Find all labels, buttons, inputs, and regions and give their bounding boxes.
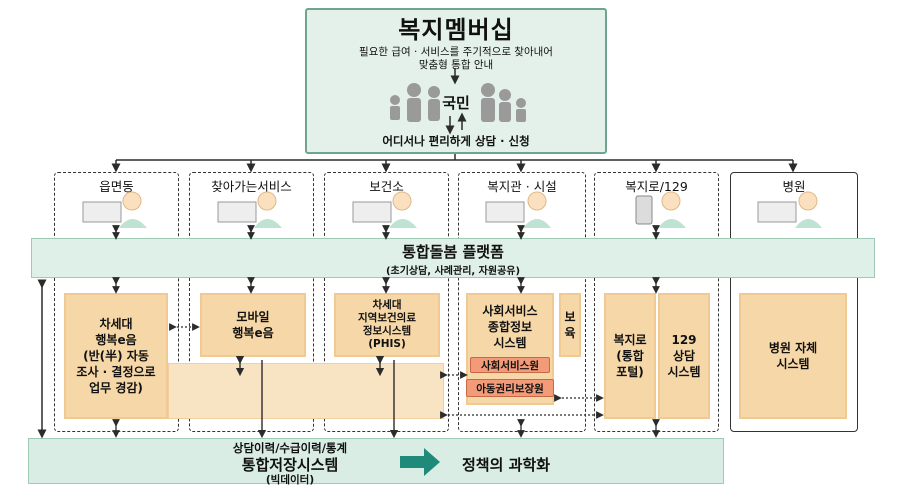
- system-line: (통합: [616, 349, 644, 363]
- integrated-care-platform-band: [31, 238, 875, 278]
- childcare-system: 보 육: [559, 293, 581, 357]
- bokjiro-portal-system: 복지로 (통합 포털): [604, 293, 656, 419]
- channel-label: 병원: [782, 179, 806, 194]
- system-line: 사회서비스: [482, 304, 538, 318]
- system-line: 병원 자체: [768, 341, 818, 355]
- column-outreach: [189, 172, 314, 432]
- worker-computer-icon: [757, 191, 822, 228]
- system-line: 행복e음: [232, 326, 274, 340]
- worker-computer-icon: [82, 191, 147, 228]
- next-gen-happy-eum-system: 차세대 행복e음 (반(半) 자동 조사 · 결정으로 업무 경감): [64, 293, 168, 419]
- child-rights-agency: 아동권리보장원: [466, 379, 554, 397]
- platform-subtitle: (초기상담, 사례관리, 자원공유): [385, 266, 521, 277]
- system-line: 시스템: [493, 336, 527, 350]
- citizens-label: 국민: [442, 94, 470, 112]
- system-line: 상담: [672, 349, 696, 363]
- system-line: 모바일: [236, 310, 270, 324]
- worker-computer-icon: [217, 191, 282, 228]
- platform-title: 통합돌봄 플랫폼: [402, 243, 504, 261]
- welfare-membership-title: 복지멤버십: [398, 16, 514, 44]
- system-line: 복지로: [613, 333, 647, 347]
- channel-label: 찾아가는서비스: [211, 179, 292, 194]
- system-line: 육: [564, 326, 576, 340]
- system-line: 업무 경감): [89, 381, 143, 395]
- hospital-own-system: 병원 자체 시스템: [739, 293, 847, 419]
- subtitle-line-1: 필요한 급여 · 서비스를 주기적으로 찾아내어: [359, 46, 553, 58]
- system-line: 지역보건의료: [358, 312, 416, 324]
- column-hospital: [730, 172, 858, 432]
- system-line: (PHIS): [368, 338, 406, 350]
- result-arrow-icon: [400, 448, 440, 476]
- system-line: 정보시스템: [362, 325, 412, 337]
- channel-label: 복지로/129: [625, 179, 688, 194]
- channel-label: 복지관 · 시설: [487, 179, 557, 194]
- system-line: 보: [564, 310, 576, 324]
- system-line: 종합정보: [487, 320, 533, 334]
- storage-top-text: 상담이력/수급이력/통계: [232, 441, 348, 455]
- worker-computer-icon: [352, 191, 417, 228]
- distribution-arrows: [111, 160, 798, 173]
- system-line: 행복e음: [95, 333, 137, 347]
- system-line: 조사 · 결정으로: [76, 365, 156, 379]
- welfare-membership-subtitle: 필요한 급여 · 서비스를 주기적으로 찾아내어 맞춤형 통합 안내: [305, 46, 607, 72]
- system-line: (반(半) 자동: [83, 349, 149, 363]
- channel-label: 읍면동: [99, 179, 134, 194]
- system-line: 포털): [616, 365, 644, 379]
- channel-label: 보건소: [369, 179, 404, 194]
- column-health-center: [324, 172, 449, 432]
- system-connector-band: [168, 363, 444, 419]
- consultation-text: 어디서나 편리하게 상담 · 신청: [382, 134, 530, 148]
- integrated-storage-band: [28, 438, 724, 484]
- social-service-agency: 사회서비스원: [470, 357, 550, 373]
- system-line: 시스템: [667, 365, 701, 379]
- system-line: 차세대: [372, 299, 402, 311]
- policy-science-text: 정책의 과학화: [462, 456, 551, 474]
- system-line: 차세대: [99, 317, 133, 331]
- storage-sub-text: (빅데이터): [265, 474, 315, 486]
- subtitle-line-2: 맞춤형 통합 안내: [418, 59, 494, 71]
- system-line: 시스템: [776, 357, 810, 371]
- worker-computer-icon: [485, 191, 551, 228]
- system-line: 129: [671, 333, 697, 347]
- phis-system: 차세대 지역보건의료 정보시스템 (PHIS): [334, 293, 440, 357]
- phone-worker-icon: [635, 191, 686, 228]
- mobile-happy-eum-system: 모바일 행복e음: [200, 293, 306, 357]
- call-129-system: 129 상담 시스템: [658, 293, 710, 419]
- family-icon: [390, 83, 526, 122]
- double-arrow-icon: [112, 225, 660, 438]
- storage-main-text: 통합저장시스템: [241, 456, 339, 474]
